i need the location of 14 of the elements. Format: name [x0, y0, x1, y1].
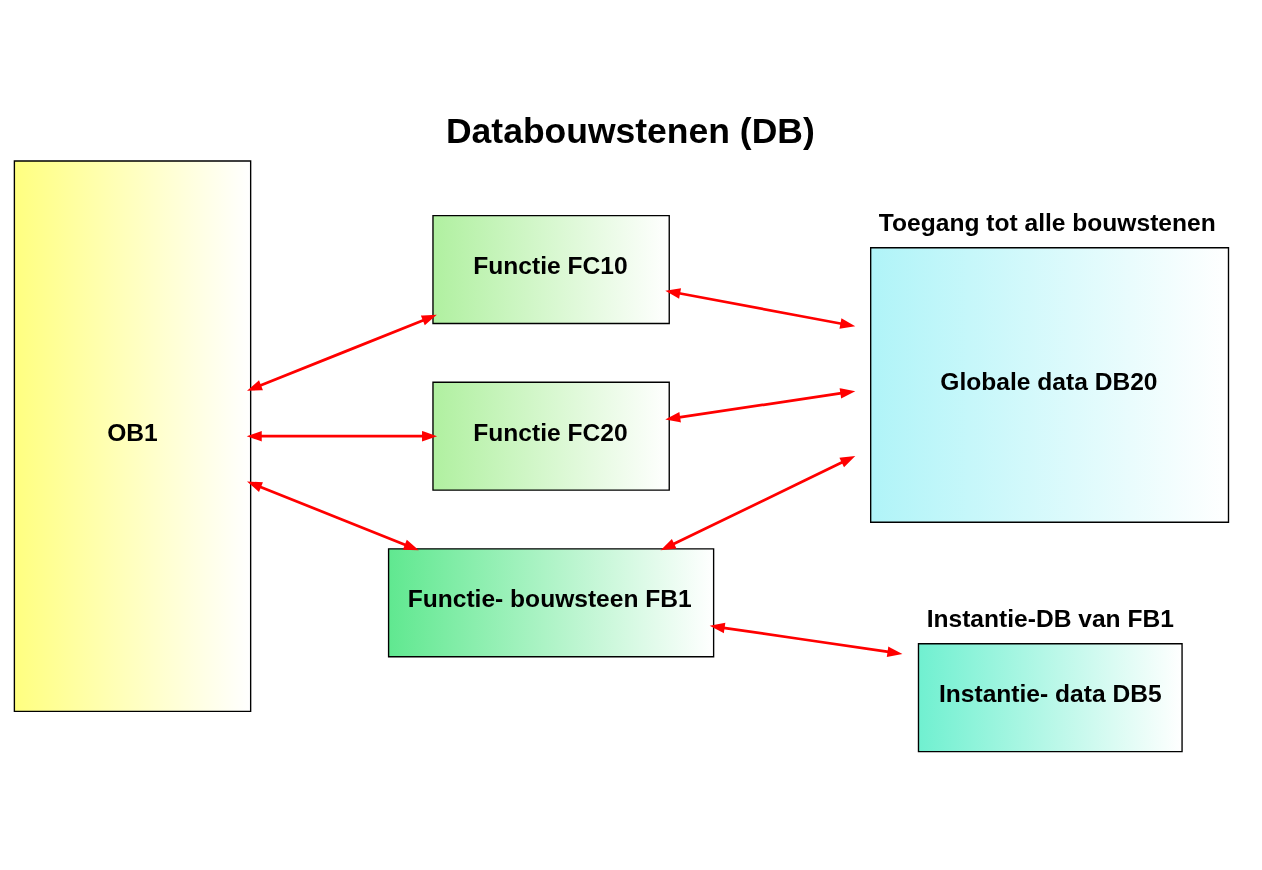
arrow [247, 314, 437, 391]
node-box: Functie FC20 [432, 381, 670, 491]
node-box: Functie FC10 [432, 214, 670, 324]
node-box: OB1 [13, 159, 252, 712]
arrow [665, 287, 856, 329]
arrow [247, 481, 419, 550]
node-label: Toegang tot alle bouwstenen [878, 208, 1216, 236]
arrow [246, 430, 438, 441]
arrow [660, 455, 856, 550]
arrow [665, 387, 856, 422]
node-box: Functie- bouwsteen FB1 [387, 547, 715, 657]
node-label: Instantie-DB van FB1 [926, 604, 1174, 632]
diagram-title: Databouwstenen (DB) [445, 110, 815, 151]
arrow [709, 622, 903, 657]
